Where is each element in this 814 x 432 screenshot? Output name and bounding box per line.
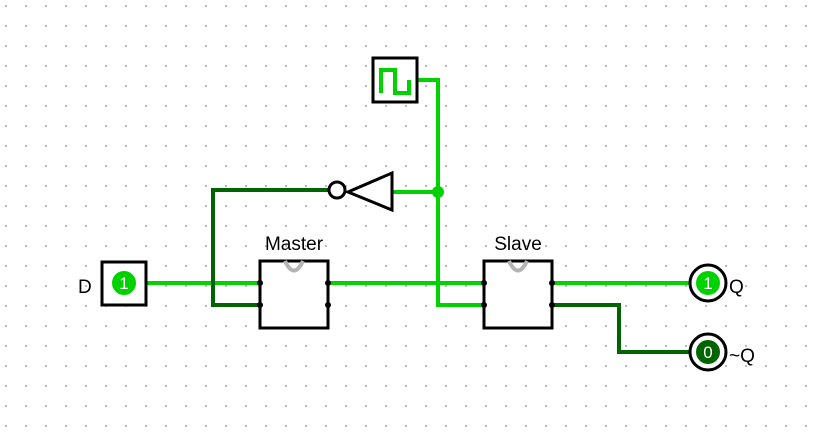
clock-square-wave-icon	[379, 68, 411, 95]
flipflop-slave[interactable]: Slave	[481, 234, 555, 330]
input-d-indicator	[112, 271, 136, 295]
not-gate-bubble	[327, 180, 347, 200]
output-notq-indicator	[696, 340, 720, 364]
output-q-value: 1	[703, 274, 712, 293]
wires	[144, 78, 690, 354]
not-gate-icon	[344, 170, 394, 213]
master-trigger-mark	[283, 260, 305, 273]
slave-pin-notq	[549, 302, 555, 308]
output-q-indicator	[696, 271, 720, 295]
output-q[interactable]: 1 Q	[688, 263, 744, 303]
input-d-value: 1	[119, 274, 128, 293]
master-pin-d	[257, 280, 263, 286]
slave-pin-clk	[481, 302, 487, 308]
wire-inverted-clock[interactable]	[211, 188, 330, 307]
input-d[interactable]: D 1	[78, 260, 148, 307]
slave-pin-d	[481, 280, 487, 286]
clock-source[interactable]	[371, 56, 419, 104]
output-q-label: Q	[729, 277, 744, 298]
master-label: Master	[265, 234, 324, 255]
slave-trigger-mark	[507, 260, 529, 273]
wire-junction	[432, 186, 444, 198]
output-notq-value: 0	[703, 343, 712, 362]
wire-notq-output[interactable]	[550, 303, 690, 354]
master-pin-notq	[325, 302, 331, 308]
flipflop-master[interactable]: Master	[257, 234, 331, 330]
master-pin-q	[325, 280, 331, 286]
slave-pin-q	[549, 280, 555, 286]
slave-label: Slave	[494, 234, 542, 255]
output-notq[interactable]: 0 ~Q	[688, 332, 755, 372]
master-pin-clk	[257, 302, 263, 308]
not-gate[interactable]	[327, 170, 394, 213]
input-d-label: D	[78, 277, 92, 298]
output-notq-label: ~Q	[729, 346, 755, 367]
